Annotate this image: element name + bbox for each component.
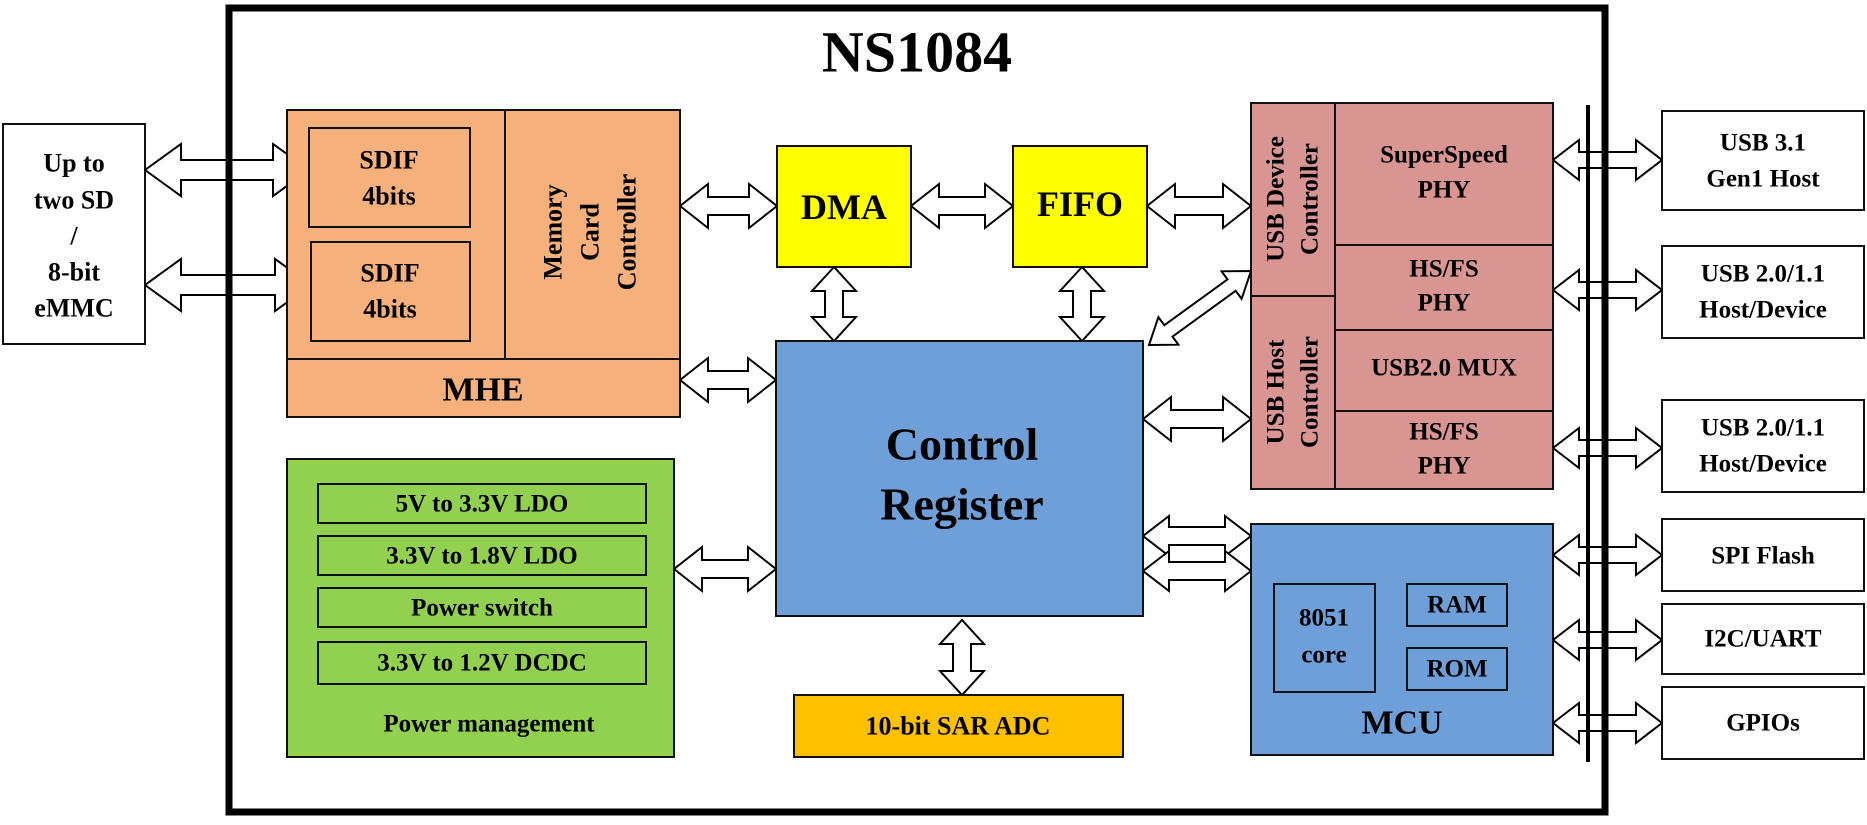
ldo-3v3-1v8-label: 3.3V to 1.8V LDO <box>386 543 577 570</box>
i2c-uart-label: I2C/UART <box>1704 626 1822 653</box>
gpios-label: GPIOs <box>1726 710 1800 737</box>
arrow-dma-control <box>809 265 859 343</box>
arrow-mhe-control <box>678 355 778 405</box>
hsfs-phy-2-line-1: HS/FS <box>1409 419 1478 446</box>
mcc-line-1: Memory <box>539 184 568 279</box>
cpu-8051-box <box>1273 583 1376 693</box>
usb-host-controller-label: USB Host Controller <box>1263 336 1324 448</box>
dcdc-box <box>317 641 647 685</box>
arrow-dma-fifo <box>909 181 1015 231</box>
adc-label: 10-bit SAR ADC <box>866 712 1051 741</box>
sdif-1-line-2: 4bits <box>362 182 415 211</box>
sd-emmc-interface-box <box>2 123 146 345</box>
arrow-fifo-control <box>1057 265 1107 343</box>
superspeed-phy-line-1: SuperSpeed <box>1380 142 1508 169</box>
adc-block <box>793 694 1124 758</box>
sdif-1-line-1: SDIF <box>359 146 418 175</box>
sd-emmc-line-1: Up to <box>43 149 104 178</box>
spi-flash-box <box>1661 518 1865 592</box>
arrow-control-mcu-2 <box>1141 548 1253 594</box>
chip-frame <box>225 4 1609 816</box>
power-switch-label: Power switch <box>411 595 553 622</box>
sd-emmc-line-5: eMMC <box>34 294 113 323</box>
arrow-mhe-dma <box>678 181 779 231</box>
superspeed-phy-line-2: PHY <box>1418 177 1471 204</box>
hsfs-phy-1-line-2: PHY <box>1418 290 1471 317</box>
hsfs-phy-1-line-1: HS/FS <box>1409 256 1478 283</box>
control-register-line-1: Control <box>886 419 1039 470</box>
sd-emmc-line-3: / <box>69 222 78 251</box>
mcu-label: MCU <box>1361 705 1442 742</box>
gpios-box <box>1661 686 1865 760</box>
fifo-block <box>1012 145 1148 268</box>
sd-emmc-line-4: 8-bit <box>48 258 100 287</box>
arrow-control-mcu-1 <box>1141 513 1253 559</box>
arrow-control-adc <box>937 618 987 697</box>
memory-card-controller-label: Memory Card Controller <box>539 174 642 291</box>
cpu-8051-line-1: 8051 <box>1299 605 1349 632</box>
usb-host-line-2: Controller <box>1297 336 1324 448</box>
dma-label: DMA <box>801 187 887 227</box>
sdif-block-1 <box>308 127 471 228</box>
mhe-label: MHE <box>442 372 523 409</box>
ldo-5v-3v3-label: 5V to 3.3V LDO <box>396 491 569 518</box>
ram-label: RAM <box>1427 592 1487 619</box>
sdif-block-2 <box>310 241 471 342</box>
dma-block <box>776 145 912 268</box>
spi-flash-label: SPI Flash <box>1711 543 1815 570</box>
dcdc-label: 3.3V to 1.2V DCDC <box>377 650 587 677</box>
ldo-3v3-1v8-box <box>317 535 647 576</box>
usb20-a-line-2: Host/Device <box>1699 297 1827 324</box>
usb31-line-1: USB 3.1 <box>1720 130 1806 157</box>
chip-title: NS1084 <box>822 20 1012 85</box>
rom-box <box>1406 647 1508 691</box>
mcc-line-2: Card <box>576 203 605 261</box>
ldo-5v-3v3-box <box>317 483 647 524</box>
control-register-block <box>775 340 1144 617</box>
usb-device-controller-label: USB Device Controller <box>1263 136 1324 262</box>
usb-host-line-1: USB Host <box>1263 339 1290 445</box>
usb20-a-line-1: USB 2.0/1.1 <box>1701 261 1825 288</box>
hsfs-phy-2-line-2: PHY <box>1418 453 1471 480</box>
ram-box <box>1406 583 1508 627</box>
power-management-label: Power management <box>383 711 595 738</box>
usb-device-line-1: USB Device <box>1263 136 1290 262</box>
control-register-line-2: Register <box>880 479 1043 530</box>
power-switch-box <box>317 587 647 628</box>
sdif-2-line-2: 4bits <box>363 295 416 324</box>
i2c-uart-box <box>1661 603 1865 675</box>
arrow-fifo-usb <box>1145 181 1253 231</box>
usb31-line-2: Gen1 Host <box>1706 166 1820 193</box>
arrow-power-control <box>672 544 778 594</box>
arrow-control-usb-host <box>1141 394 1253 444</box>
rom-label: ROM <box>1426 656 1487 683</box>
usb20-b-line-2: Host/Device <box>1699 451 1827 478</box>
usb-device-line-2: Controller <box>1297 143 1324 255</box>
usb20-b-line-1: USB 2.0/1.1 <box>1701 415 1825 442</box>
usb-mux-label: USB2.0 MUX <box>1371 355 1517 382</box>
cpu-8051-line-2: core <box>1301 642 1346 669</box>
arrow-control-usb-device <box>1147 269 1253 347</box>
usb31-host-box <box>1661 110 1865 211</box>
fifo-label: FIFO <box>1037 184 1123 224</box>
mcc-line-3: Controller <box>613 174 642 291</box>
usb20-host-device-box-2 <box>1661 399 1865 493</box>
sd-emmc-line-2: two SD <box>34 186 114 215</box>
usb20-host-device-box-1 <box>1661 245 1865 339</box>
sdif-2-line-1: SDIF <box>360 259 419 288</box>
